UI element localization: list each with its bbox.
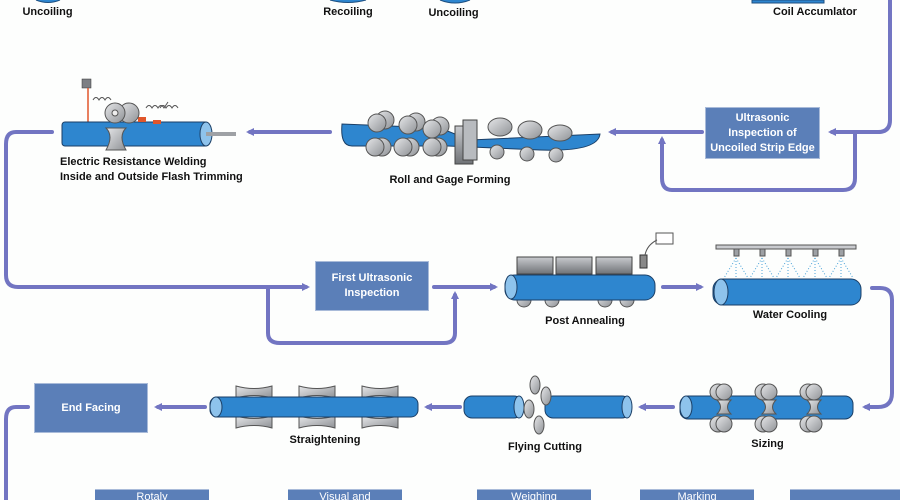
end-facing-box[interactable]: End Facing — [34, 383, 148, 433]
annealing-machine-icon — [504, 232, 674, 308]
post-annealing-label: Post Annealing — [545, 315, 625, 327]
arrow-accumulator-to-ultrasonic — [828, 0, 892, 136]
arrow-cooling-to-sizing — [862, 286, 894, 411]
coil-accumulator-label: Coil Accumlator — [773, 6, 857, 18]
end-facing-label: End Facing — [61, 401, 121, 414]
welding-label: Electric Resistance Welding Inside and O… — [60, 155, 260, 185]
flying-cutting-label: Flying Cutting — [508, 441, 582, 453]
welding-machine-icon — [61, 78, 236, 151]
ultrasonic-edge-line-1: Ultrasonic — [735, 111, 790, 124]
coil-partial-icons — [35, 0, 825, 4]
final-stage-box[interactable] — [790, 489, 900, 500]
uncoiling-label-1: Uncoiling — [22, 6, 73, 18]
straightener-icon — [209, 385, 419, 429]
arrow-welding-to-first-ultrasonic — [4, 130, 310, 291]
recoiling-label: Recoiling — [323, 6, 373, 18]
straightening-label: Straightening — [289, 434, 361, 446]
flying-cutter-icon — [463, 375, 633, 435]
visual-box[interactable]: Visual and — [288, 489, 402, 500]
ultrasonic-edge-inspection-box[interactable]: Ultrasonic Inspection of Uncoiled Strip … — [705, 107, 820, 159]
marking-box[interactable]: Marking — [640, 489, 754, 500]
arrow-first-ultrasonic-bypass — [266, 285, 459, 345]
weighing-box[interactable]: Weighing — [477, 489, 591, 500]
first-ultrasonic-line-2: Inspection — [344, 287, 400, 299]
roll-forming-machine-icon — [341, 110, 601, 165]
arrow-end-facing-down — [4, 405, 30, 500]
water-cooling-label: Water Cooling — [752, 309, 828, 321]
uncoiling-label-2: Uncoiling — [428, 7, 479, 19]
ultrasonic-edge-line-3: Uncoiled Strip Edge — [710, 141, 815, 154]
rotaly-box[interactable]: Rotaly — [95, 489, 209, 500]
water-cooling-icon — [712, 244, 862, 306]
ultrasonic-edge-line-2: Inspection of — [728, 126, 797, 139]
first-ultrasonic-inspection-box[interactable]: First Ultrasonic Inspection — [315, 261, 429, 311]
welding-label-line-1: Electric Resistance Welding — [60, 156, 207, 168]
arrow-ultrasonic-bypass — [658, 130, 857, 192]
roll-gage-forming-label: Roll and Gage Forming — [389, 174, 511, 186]
welding-label-line-2: Inside and Outside Flash Trimming — [60, 171, 243, 183]
first-ultrasonic-line-1: First Ultrasonic — [331, 272, 413, 284]
sizing-machine-icon — [679, 383, 854, 433]
sizing-label: Sizing — [751, 438, 784, 450]
flow-arrows — [4, 0, 894, 500]
